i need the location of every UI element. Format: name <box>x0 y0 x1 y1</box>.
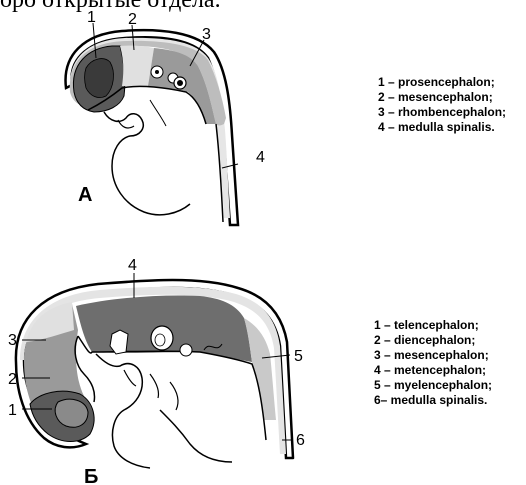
callout-a-4: 4 <box>256 149 265 166</box>
callout-b-1: 1 <box>8 402 17 419</box>
legend-b-item: 3 – mesencephalon; <box>374 348 492 363</box>
legend-a-item: 2 – mesencephalon; <box>378 90 506 105</box>
diagram-b: 4 3 2 1 5 6 Б <box>8 257 305 485</box>
legend-b-item: 4 – metencephalon; <box>374 363 492 378</box>
panel-label-b: Б <box>84 466 98 485</box>
callout-b-6: 6 <box>296 432 305 449</box>
callout-a-2: 2 <box>128 11 137 28</box>
legend-a-item: 3 – rhombencephalon; <box>378 105 506 120</box>
legend-b-item: 6– medulla spinalis. <box>374 393 492 408</box>
legend-a-item: 4 – medulla spinalis. <box>378 120 506 135</box>
callout-b-4: 4 <box>128 257 137 274</box>
legend-a-item: 1 – prosencephalon; <box>378 75 506 90</box>
legend-a: 1 – prosencephalon; 2 – mesencephalon; 3… <box>378 75 506 135</box>
callout-b-5: 5 <box>294 348 303 365</box>
legend-b-item: 2 – diencephalon; <box>374 333 492 348</box>
diagram-a: 1 2 3 4 A <box>66 9 265 225</box>
legend-b-item: 1 – telencephalon; <box>374 318 492 333</box>
callout-a-3: 3 <box>202 26 211 43</box>
panel-label-a: A <box>78 184 92 206</box>
callout-b-3: 3 <box>8 332 17 349</box>
callout-b-2: 2 <box>8 371 17 388</box>
callout-a-1: 1 <box>87 9 96 26</box>
legend-b: 1 – telencephalon; 2 – diencephalon; 3 –… <box>374 318 492 408</box>
legend-b-item: 5 – myelencephalon; <box>374 378 492 393</box>
